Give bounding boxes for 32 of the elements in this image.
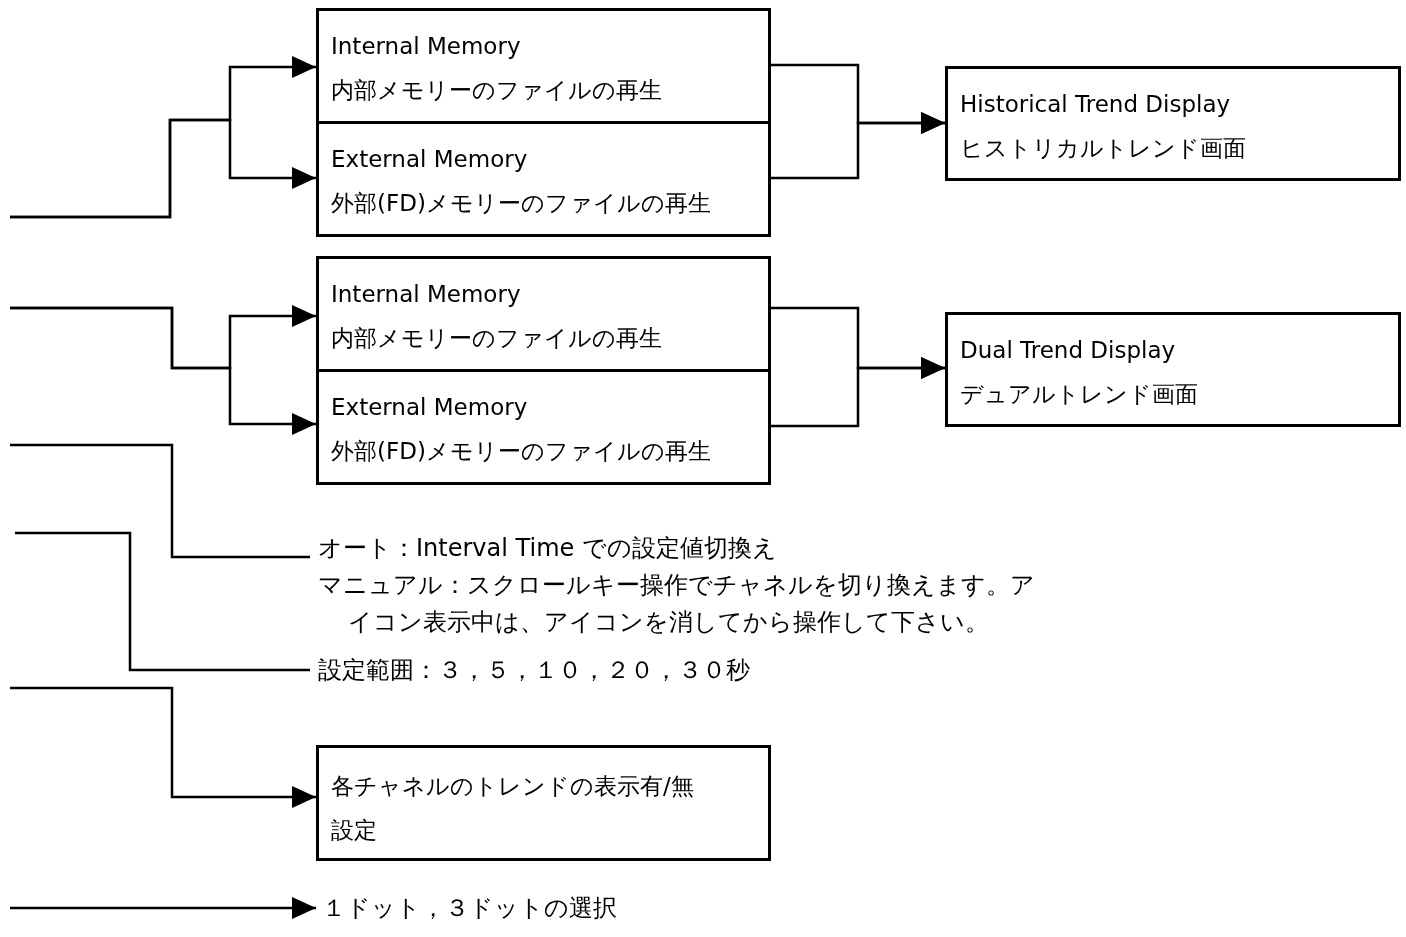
- heading-text: Historical Trend Display: [960, 90, 1232, 119]
- arrow: [10, 118, 316, 219]
- description-text: 外部(FD)メモリーのファイルの再生: [331, 437, 712, 466]
- heading-text: External Memory: [331, 145, 529, 174]
- display-box: [945, 66, 1401, 181]
- description-text: 外部(FD)メモリーのファイルの再生: [331, 189, 712, 218]
- arrow: [10, 897, 316, 919]
- heading-text: Internal Memory: [331, 280, 522, 309]
- description-text: 内部メモリーのファイルの再生: [331, 76, 663, 105]
- note-text: 設定範囲：３，５，１０，２０，３０秒: [318, 655, 751, 686]
- heading-text: Internal Memory: [331, 32, 522, 61]
- leader-line: [15, 531, 310, 672]
- setting-box: [316, 745, 771, 861]
- memory-box: [316, 8, 771, 124]
- arrow: [10, 306, 316, 435]
- arrow: [10, 686, 316, 808]
- note-text: オート：Interval Time での設定値切換え: [318, 533, 778, 564]
- note-text: マニュアル：スクロールキー操作でチャネルを切り換えます。アイコン表示中は、アイコンを消してから操作して下さい。: [318, 570, 1036, 638]
- memory-box: [316, 121, 771, 237]
- description-text: 内部メモリーのファイルの再生: [331, 324, 663, 353]
- display-box: [945, 312, 1401, 427]
- memory-box: [316, 369, 771, 485]
- arrow: [770, 112, 945, 180]
- heading-text: External Memory: [331, 393, 529, 422]
- arrow: [770, 357, 945, 428]
- note-text: １ドット，３ドットの選択: [322, 893, 618, 924]
- description-text: 各チャネルのトレンドの表示有/無設定: [331, 772, 695, 845]
- heading-text: Dual Trend Display: [960, 336, 1177, 365]
- description-text: ヒストリカルトレンド画面: [960, 134, 1247, 163]
- memory-box: [316, 256, 771, 372]
- description-text: デュアルトレンド画面: [960, 380, 1199, 409]
- leader-line: [10, 443, 310, 559]
